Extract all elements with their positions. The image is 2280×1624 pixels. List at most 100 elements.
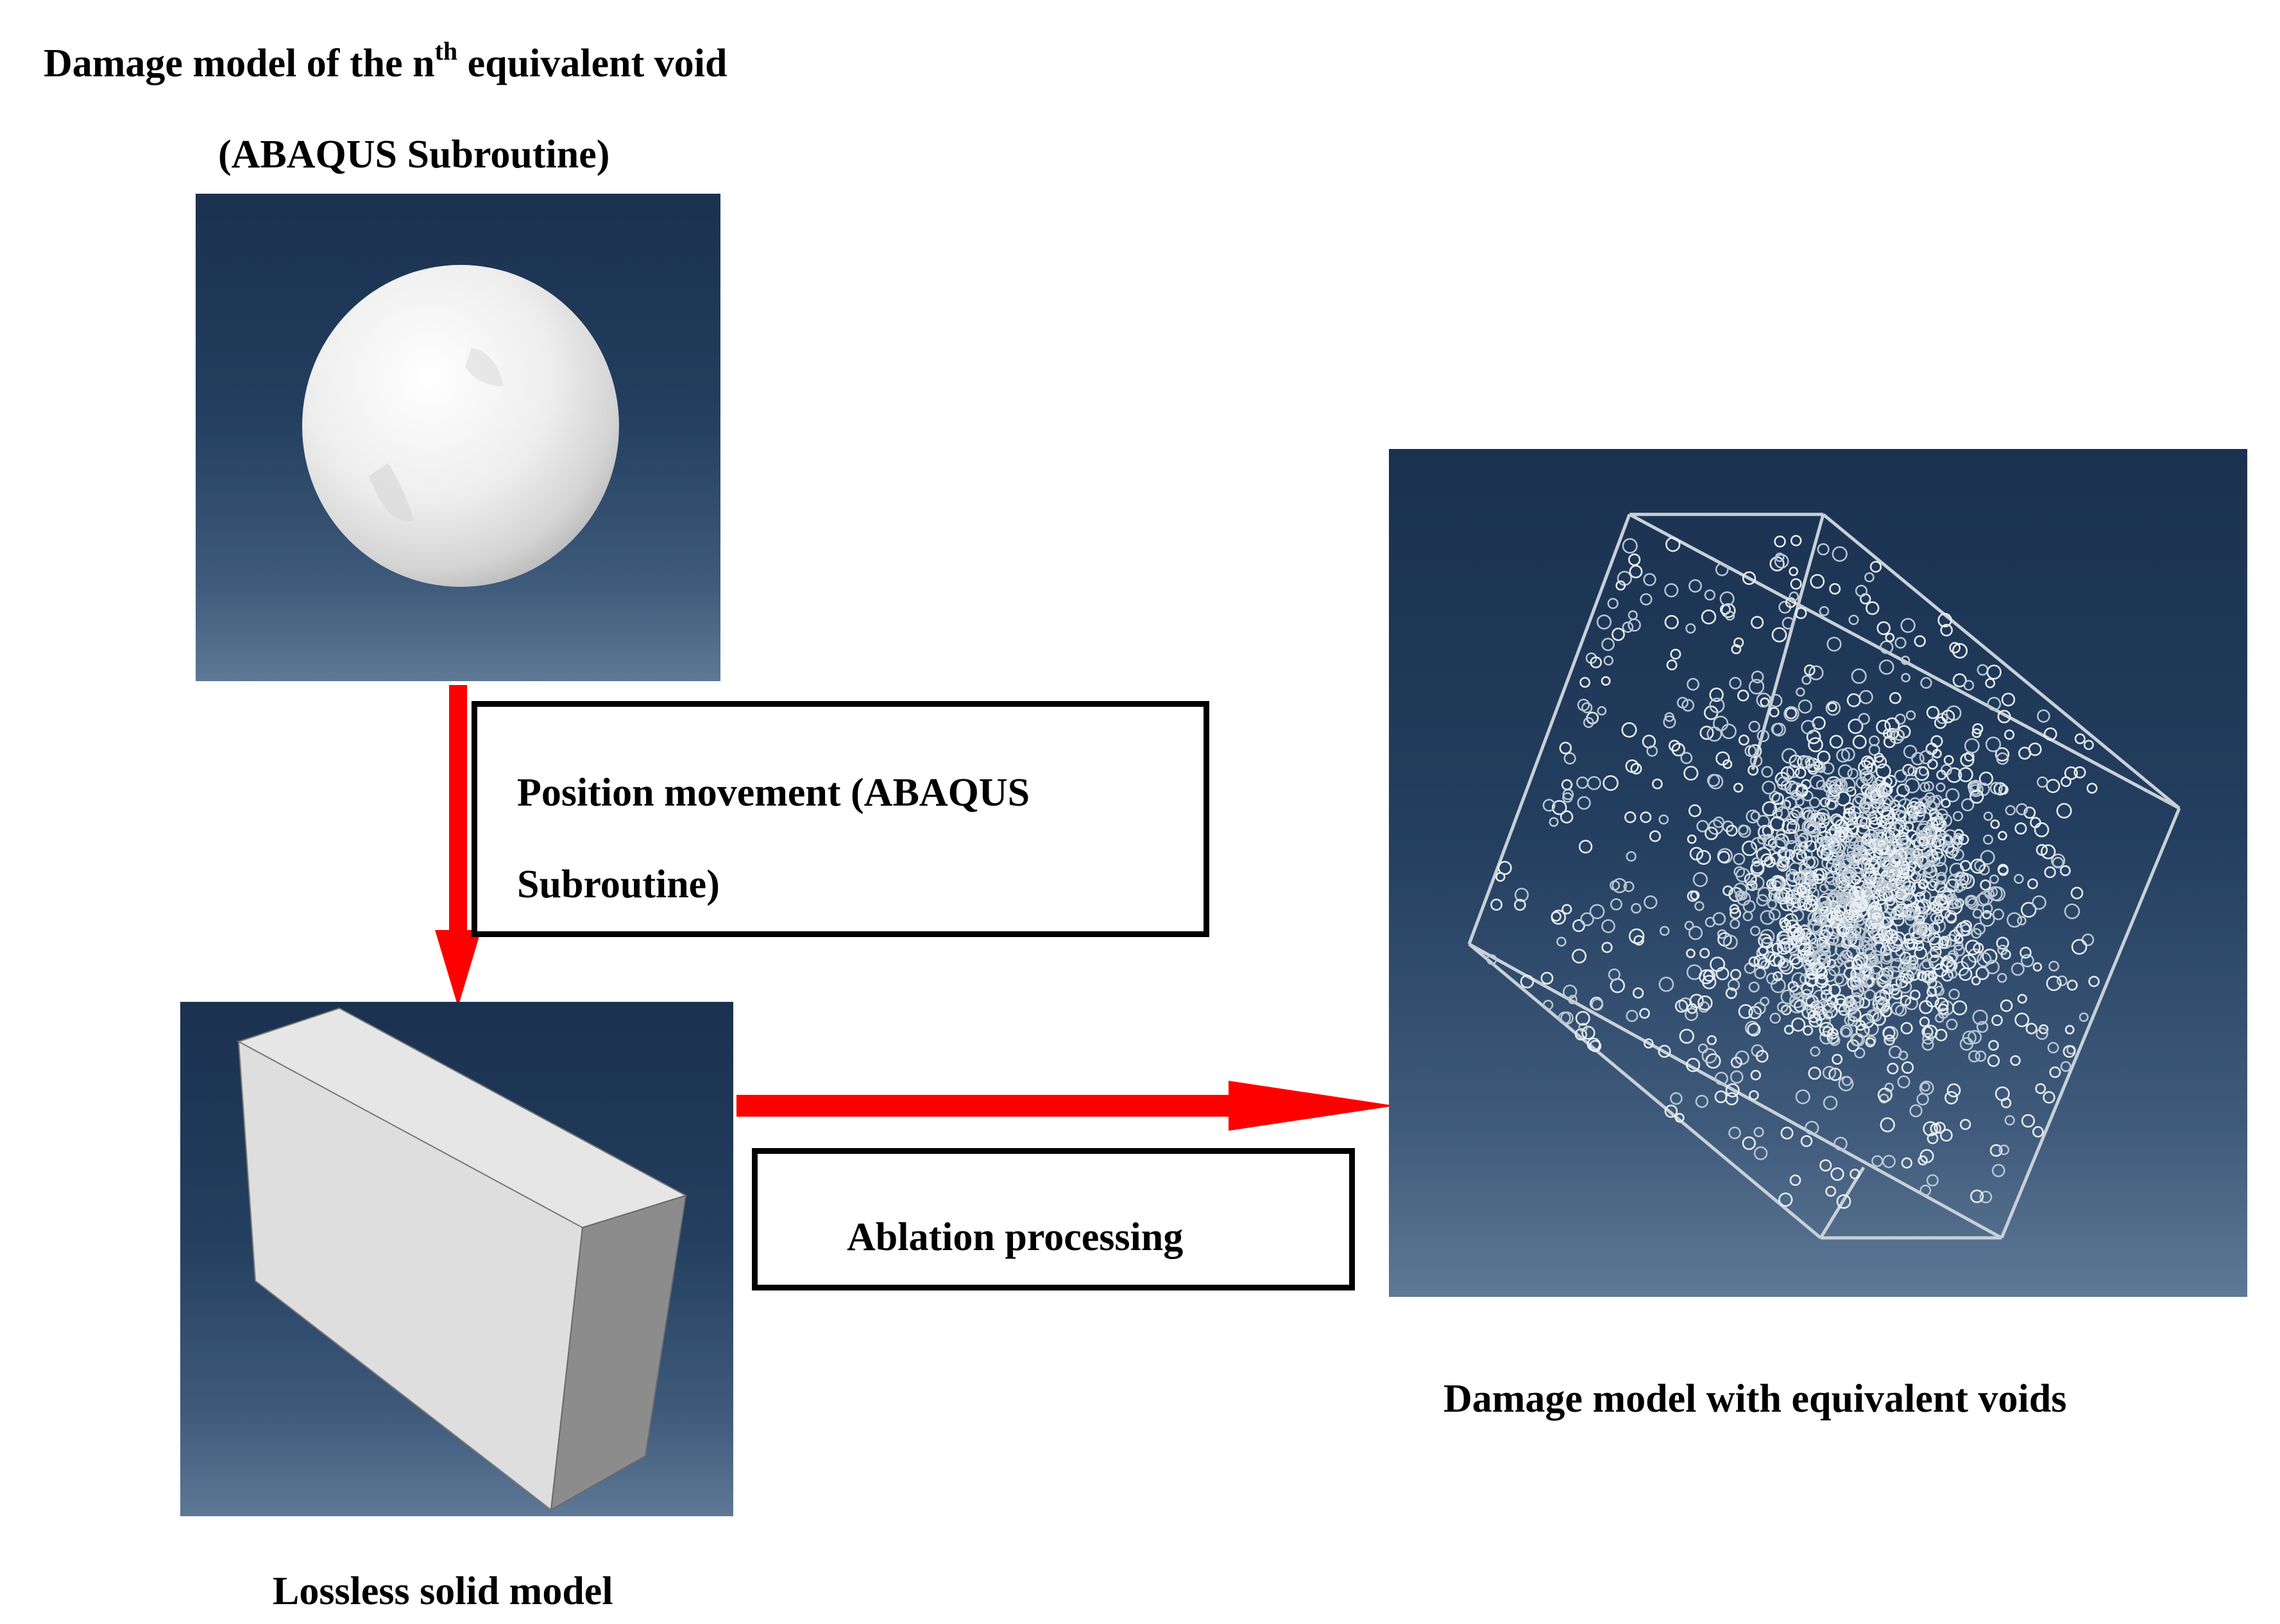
void-particle bbox=[1952, 643, 1968, 659]
void-particle bbox=[1945, 845, 1958, 859]
void-particle bbox=[1858, 759, 1873, 775]
void-particle bbox=[1885, 632, 1895, 643]
void-particle bbox=[1572, 919, 1585, 933]
void-particle bbox=[1712, 912, 1726, 926]
void-particle bbox=[1810, 574, 1825, 589]
void-model-title: Damage model of the nth equivalent void bbox=[44, 38, 727, 84]
void-particle bbox=[1640, 593, 1653, 605]
void-particle bbox=[1805, 899, 1819, 913]
void-particle bbox=[1794, 607, 1807, 620]
void-particle bbox=[1793, 927, 1805, 940]
void-particle bbox=[1789, 997, 1805, 1014]
void-particle bbox=[1877, 911, 1892, 926]
void-particle bbox=[1954, 871, 1966, 882]
void-particle bbox=[2010, 1055, 2021, 1066]
void-particle bbox=[1971, 728, 1982, 738]
void-particle bbox=[1978, 772, 1993, 786]
void-particle bbox=[1989, 781, 2003, 795]
void-particle bbox=[1919, 781, 1930, 793]
void-particle bbox=[1628, 610, 1638, 620]
void-particle bbox=[1848, 718, 1864, 734]
void-particle bbox=[1853, 896, 1866, 909]
void-particle bbox=[1610, 898, 1622, 911]
void-particle bbox=[1852, 734, 1867, 749]
void-particle bbox=[1935, 782, 1946, 792]
void-particle bbox=[1854, 952, 1869, 967]
void-particle bbox=[1751, 857, 1762, 867]
void-particle bbox=[1814, 868, 1828, 881]
void-particle bbox=[2016, 803, 2029, 816]
void-particle bbox=[1925, 742, 1938, 756]
void-particle bbox=[1844, 995, 1855, 1007]
void-particle bbox=[1946, 1083, 1961, 1097]
void-particle bbox=[1717, 929, 1727, 939]
void-particle bbox=[1587, 1037, 1601, 1051]
void-particle bbox=[1955, 922, 1971, 937]
void-particle bbox=[1965, 940, 1981, 956]
void-particle bbox=[2050, 853, 2066, 868]
void-particle bbox=[1835, 849, 1846, 859]
void-particle bbox=[1993, 782, 2007, 796]
void-particle bbox=[1894, 769, 1908, 783]
void-particle bbox=[1801, 819, 1817, 835]
void-particle bbox=[1733, 852, 1746, 865]
void-particle bbox=[1789, 782, 1804, 797]
void-particle bbox=[1958, 834, 1969, 845]
void-particle bbox=[1737, 689, 1749, 702]
void-particle bbox=[1704, 589, 1715, 601]
void-particle bbox=[1755, 1050, 1769, 1063]
down-arrow-head bbox=[435, 930, 481, 1007]
void-particle bbox=[1995, 747, 2010, 762]
void-particle bbox=[2064, 766, 2078, 780]
void-particle bbox=[1694, 901, 1705, 911]
void-particle bbox=[1729, 904, 1740, 915]
void-particle bbox=[1972, 723, 1984, 734]
void-particle bbox=[1581, 702, 1593, 714]
void-particle bbox=[1919, 750, 1934, 765]
void-particle bbox=[1983, 811, 1993, 821]
void-particle bbox=[1858, 968, 1872, 981]
void-particle bbox=[1869, 735, 1880, 747]
void-particle bbox=[1841, 747, 1855, 761]
void-particle bbox=[1780, 1004, 1792, 1015]
void-particle bbox=[1820, 848, 1833, 861]
void-particle bbox=[1909, 1104, 1923, 1118]
void-particle bbox=[2020, 902, 2037, 918]
void-particle bbox=[1921, 795, 1932, 808]
void-particle bbox=[2036, 843, 2048, 856]
void-particle bbox=[2021, 1113, 2035, 1128]
void-particle bbox=[1930, 735, 1943, 748]
void-particle bbox=[1876, 621, 1891, 636]
void-particle bbox=[1880, 794, 1894, 808]
void-particle bbox=[1717, 850, 1730, 863]
void-particle bbox=[1572, 949, 1587, 964]
void-particle bbox=[1832, 922, 1846, 936]
void-particle bbox=[1934, 1121, 1946, 1134]
void-particle bbox=[1889, 855, 1903, 869]
void-particle bbox=[1800, 1135, 1813, 1147]
void-particle bbox=[1821, 762, 1835, 775]
void-particle bbox=[1685, 623, 1696, 634]
void-particle bbox=[2017, 994, 2027, 1004]
void-particle bbox=[1789, 924, 1803, 937]
void-particle bbox=[1919, 852, 1935, 868]
void-particle bbox=[1601, 919, 1615, 933]
void-particle bbox=[1626, 851, 1637, 862]
void-particle bbox=[1823, 1095, 1838, 1110]
void-particle bbox=[1601, 676, 1611, 686]
void-particle bbox=[1937, 833, 1952, 847]
void-particle bbox=[1904, 777, 1920, 793]
void-particle bbox=[1774, 536, 1786, 548]
void-particle bbox=[1702, 975, 1717, 990]
void-particle bbox=[1490, 899, 1502, 911]
void-particle bbox=[1932, 795, 1943, 805]
cube-edge bbox=[2000, 808, 2181, 1239]
void-particle bbox=[1862, 810, 1871, 820]
void-particle bbox=[1879, 916, 1892, 929]
void-particle bbox=[1746, 809, 1760, 824]
void-particle bbox=[1980, 850, 1995, 865]
void-particle bbox=[1825, 1185, 1837, 1197]
void-particle bbox=[1733, 637, 1744, 648]
void-particle bbox=[1715, 562, 1729, 577]
void-particle bbox=[1561, 779, 1573, 791]
